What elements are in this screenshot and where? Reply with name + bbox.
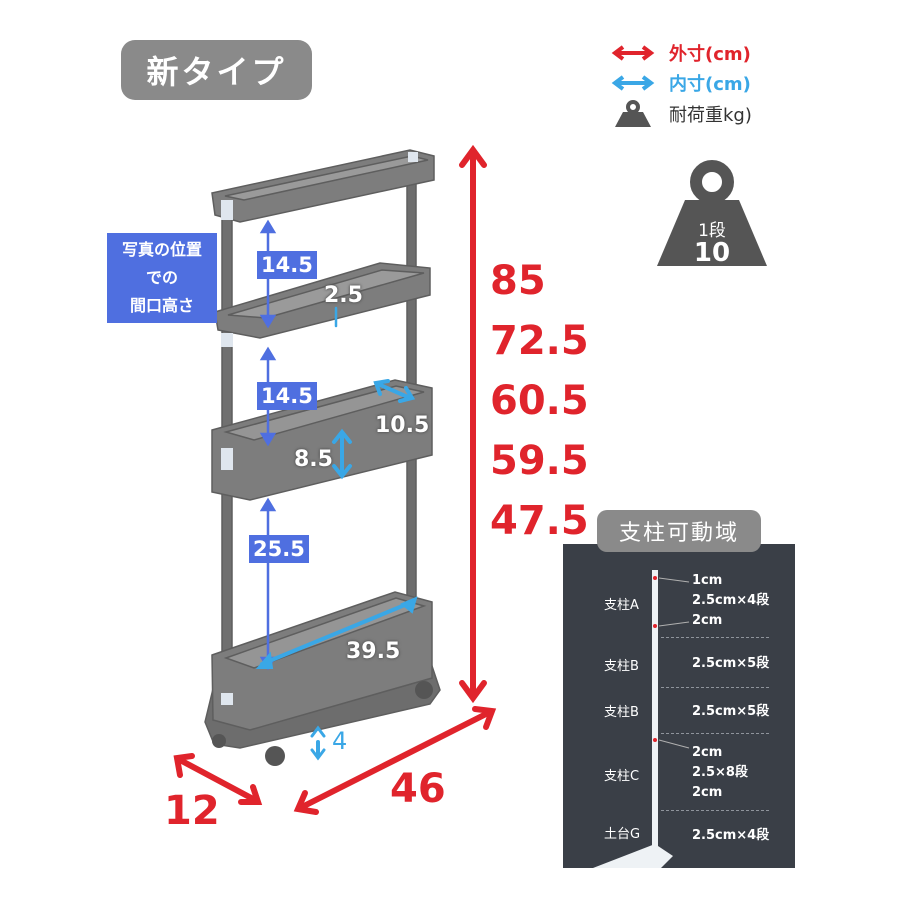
legend-inner-label: 内寸(cm): [669, 74, 751, 95]
pole-section-label: 支柱C: [604, 769, 640, 784]
gap-mid-label: 14.5: [257, 382, 317, 410]
height-label: 60.5: [490, 378, 589, 424]
pole-section-specs: 2.5cm×5段: [692, 702, 769, 722]
height-label: 47.5: [490, 498, 589, 544]
height-label: 59.5: [490, 438, 589, 484]
legend-outer-label: 外寸(cm): [669, 44, 751, 65]
pole-divider: [661, 687, 769, 688]
legend-weight: 耐荷重kg): [611, 100, 752, 128]
gap-note-line: 写真の位置: [121, 240, 202, 259]
pole-section-label: 支柱A: [604, 598, 639, 613]
bottom-width-label: 39.5: [346, 639, 401, 664]
load-value: 10: [693, 238, 731, 268]
blue-double-arrow-icon: [611, 75, 655, 91]
red-double-arrow-icon: [611, 45, 655, 61]
load-tier: 1段: [698, 221, 726, 241]
gap-note-line: での: [145, 268, 178, 287]
gap-top-label: 14.5: [257, 251, 317, 279]
depth-label: 12: [164, 788, 220, 834]
pole-illustration: [593, 570, 690, 868]
load-weight-badge: 1段 10: [655, 158, 769, 270]
pole-spec-line: 2cm: [692, 613, 723, 628]
gap-note-line: 間口高さ: [129, 296, 194, 315]
basket-depth-label: 10.5: [375, 413, 430, 438]
gap-bottom-label: 25.5: [249, 535, 309, 563]
pole-section-label: 支柱B: [604, 659, 639, 674]
pole-spec-line: 2.5×8段: [692, 765, 748, 780]
pole-spec-line: 2.5cm×4段: [692, 593, 770, 608]
pole-divider: [661, 810, 769, 811]
pole-spec-line: 2cm: [692, 785, 723, 800]
pole-section-specs: 2cm 2.5×8段 2cm: [692, 743, 748, 803]
pole-divider: [661, 637, 769, 638]
rack-illustration: [204, 149, 441, 766]
height-label: 72.5: [490, 318, 589, 364]
pole-spec-line: 2.5cm×5段: [692, 656, 770, 671]
pole-spec-line: 2cm: [692, 745, 723, 760]
pole-range-title: 支柱可動域: [597, 510, 761, 552]
width-label: 46: [390, 766, 446, 812]
type-badge: 新タイプ: [121, 40, 312, 100]
pole-spec-line: 2.5cm×4段: [692, 828, 770, 843]
tray-rim-label: 2.5: [324, 283, 363, 308]
pole-section-label: 土台G: [604, 827, 641, 842]
weight-icon: [615, 100, 651, 127]
weight-icon: [657, 160, 767, 266]
legend-outer: 外寸(cm): [611, 40, 751, 66]
gap-note: 写真の位置 での 間口高さ: [107, 233, 217, 323]
pole-section-specs: 1cm 2.5cm×4段 2cm: [692, 571, 769, 631]
pole-spec-line: 1cm: [692, 573, 723, 588]
pole-section-label: 支柱B: [604, 705, 639, 720]
legend-weight-label: 耐荷重kg): [669, 105, 752, 126]
caster-label: 4: [332, 727, 348, 755]
pole-section-specs: 2.5cm×4段: [692, 826, 769, 846]
legend-inner: 内寸(cm): [611, 70, 751, 96]
pole-range-panel: [563, 544, 795, 868]
pole-divider: [661, 733, 769, 734]
height-label: 85: [490, 258, 546, 304]
outer-dimension-arrows: [173, 144, 497, 815]
pole-section-specs: 2.5cm×5段: [692, 654, 769, 674]
basket-height-label: 8.5: [294, 447, 333, 472]
pole-spec-line: 2.5cm×5段: [692, 704, 770, 719]
